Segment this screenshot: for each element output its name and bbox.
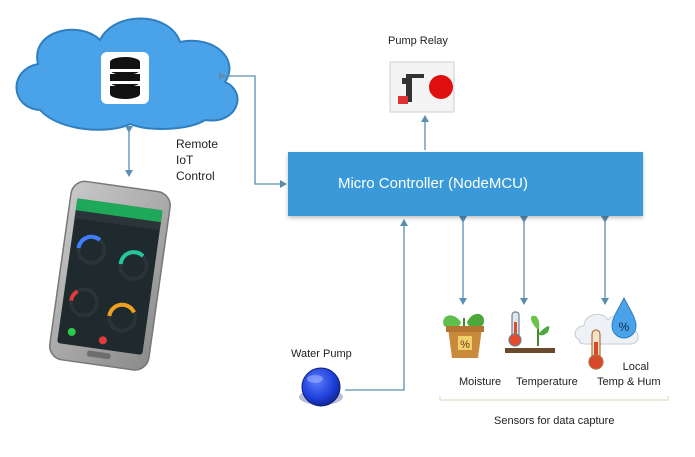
svg-text:%: % [460, 339, 470, 351]
local-temp-hum-label: Local Temp & Hum [597, 361, 661, 388]
temperature-label: Temperature [516, 376, 578, 388]
water-pump-label: Water Pump [291, 348, 352, 360]
micro-controller-box: Micro Controller (NodeMCU) [288, 152, 643, 216]
moisture-label: Moisture [459, 376, 502, 388]
smartphone-app-icon [48, 180, 171, 371]
temp-humidity-icon: % [574, 296, 639, 370]
pump-relay-icon [389, 61, 455, 113]
remote-iot-control-label: Remote IoT Control [176, 137, 219, 183]
sensors-caption: Sensors for data capture [494, 415, 615, 427]
micro-controller-label: Micro Controller (NodeMCU) [337, 175, 529, 192]
thermometer-plant-icon [505, 311, 555, 353]
pump-relay-label: Pump Relay [388, 35, 448, 47]
connectors [125, 72, 609, 391]
svg-text:%: % [619, 320, 630, 334]
water-pump-button-icon [299, 367, 343, 407]
sensors-bracket [439, 396, 669, 401]
plant-moisture-icon: % [443, 313, 485, 358]
cloud-database-icon [15, 17, 239, 131]
